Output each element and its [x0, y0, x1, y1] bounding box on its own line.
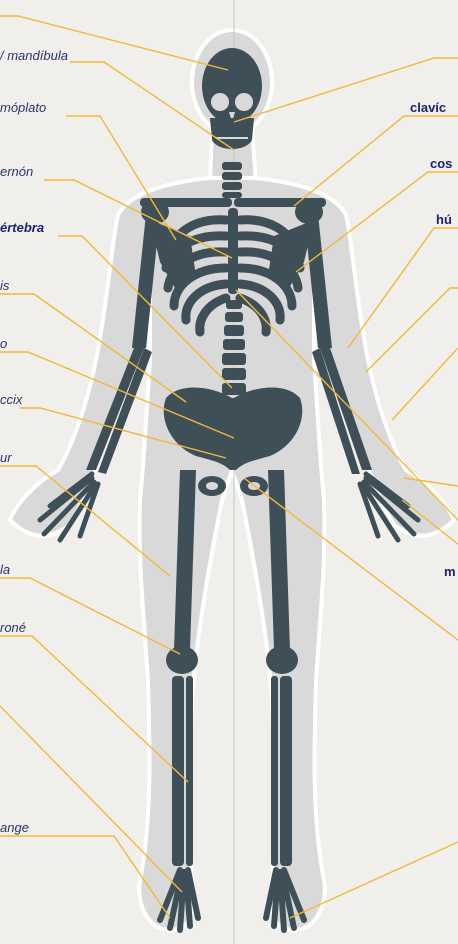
fibula-right — [271, 676, 278, 866]
leader-cubito — [392, 348, 458, 420]
label-omoplato: móplato — [0, 100, 46, 115]
label-clavicula: clavíc — [410, 100, 446, 115]
label-femur: ur — [0, 450, 12, 465]
label-mandibula: / mandíbula — [0, 48, 68, 63]
tibia-right — [280, 676, 292, 866]
patella-left — [166, 646, 198, 674]
label-metacarpo: m — [444, 564, 456, 579]
label-coccix: ccix — [0, 392, 22, 407]
tibia-left — [172, 676, 184, 866]
patella-right — [266, 646, 298, 674]
label-esternon: ernón — [0, 164, 33, 179]
eye-socket-left — [211, 93, 229, 111]
label-rotula: la — [0, 562, 10, 577]
label-falange: ange — [0, 820, 29, 835]
label-sacro: o — [0, 336, 7, 351]
fibula-left — [186, 676, 193, 866]
leader-radio — [366, 288, 458, 372]
label-perone: roné — [0, 620, 26, 635]
label-humero: hú — [436, 212, 452, 227]
label-costilla: cos — [430, 156, 452, 171]
eye-socket-right — [235, 93, 253, 111]
label-vertebra: értebra — [0, 220, 44, 235]
label-pelvis: is — [0, 278, 9, 293]
jaw — [210, 118, 254, 149]
